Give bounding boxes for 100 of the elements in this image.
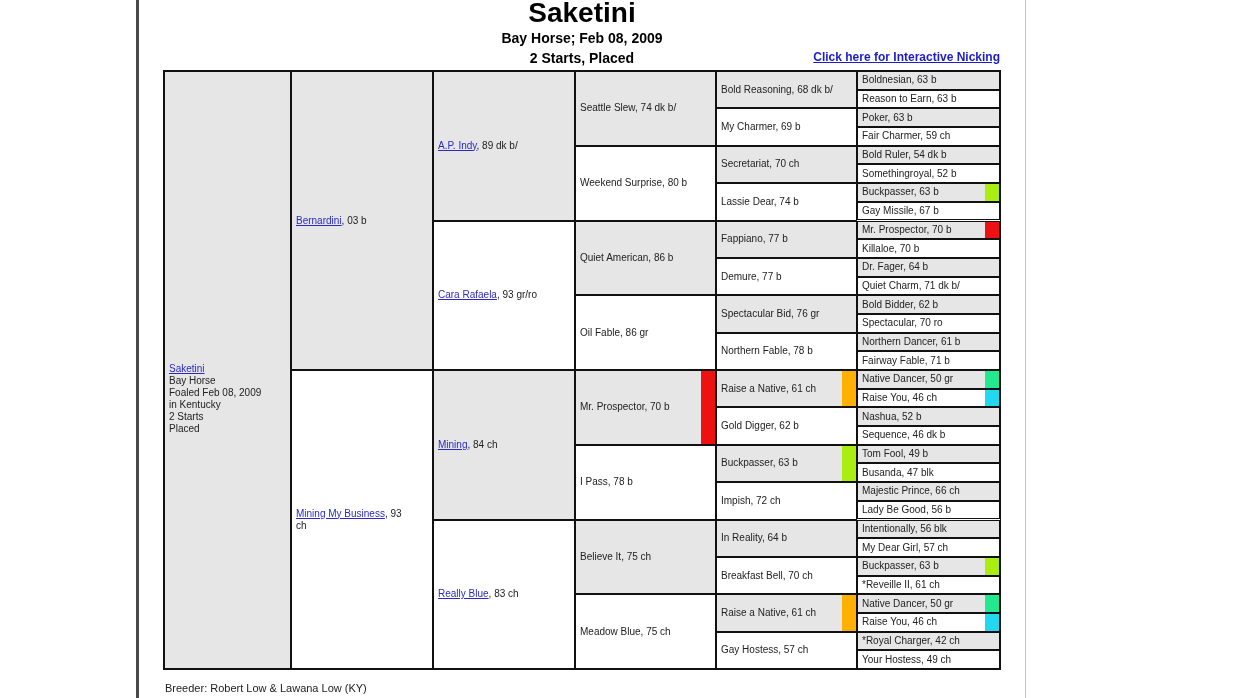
horse-entry: Oil Fable, 86 gr [580, 326, 649, 339]
pedigree-cell [433, 220, 575, 370]
horse-entry: Really Blue, 83 ch [438, 588, 519, 601]
horse-entry: My Charmer, 69 b [721, 121, 801, 134]
horse-entry: Quiet Charm, 71 dk b/ [862, 279, 960, 292]
horse-entry: Spectacular Bid, 76 gr [721, 307, 820, 320]
pedigree-cell [575, 370, 716, 445]
horse-entry: Bold Bidder, 62 b [862, 298, 939, 311]
horse-entry: Mr. Prospector, 70 b [580, 401, 670, 414]
pedigree-cell [716, 332, 857, 370]
horse-detail: in Kentucky [169, 399, 221, 411]
horse-entry: *Royal Charger, 42 ch [862, 634, 960, 647]
horse-entry: Gold Digger, 62 b [721, 420, 799, 433]
pedigree-cell [716, 631, 857, 669]
pedigree-cell [857, 71, 1000, 90]
horse-detail: Bay Horse [169, 375, 216, 387]
pedigree-cell [857, 482, 1000, 501]
horse-entry: Spectacular, 70 ro [862, 317, 943, 330]
pedigree-cell [575, 220, 716, 296]
pedigree-cell [716, 444, 857, 483]
horse-link: A.P. Indy [438, 139, 477, 151]
pedigree-cell [575, 444, 716, 520]
pedigree-cell [857, 108, 1000, 128]
pedigree-cell [716, 295, 857, 333]
horse-entry: Native Dancer, 50 gr [862, 597, 954, 610]
horse-entry: Majestic Prince, 66 ch [862, 485, 960, 498]
horse-entry: Somethingroyal, 52 b [862, 167, 957, 180]
horse-entry: Buckpasser, 63 b [862, 560, 939, 573]
horse-link: Bernardini [296, 214, 342, 226]
horse-entry: Your Hostess, 49 ch [862, 653, 952, 666]
pedigree-cell [857, 164, 1000, 184]
pedigree-cell [164, 71, 291, 669]
horse-entry: Northern Fable, 78 b [721, 345, 813, 358]
horse-entry: Breakfast Bell, 70 ch [721, 569, 813, 582]
pedigree-cell [716, 407, 857, 445]
horse-entry: Busanda, 47 blk [862, 466, 934, 479]
horse-entry: Bernardini, 03 b [296, 214, 367, 227]
horse-entry: Fappiano, 77 b [721, 233, 788, 246]
horse-entry: Weekend Surprise, 80 b [580, 177, 688, 190]
horse-detail: 2 Starts [169, 411, 204, 423]
pedigree-cell [857, 239, 1000, 258]
horse-entry: Believe It, 75 ch [580, 550, 652, 563]
pedigree-cell [716, 257, 857, 296]
horse-entry: Bold Ruler, 54 dk b [862, 149, 947, 162]
pedigree-cell [857, 538, 1000, 557]
pedigree-cell [857, 183, 1000, 202]
horse-entry: Sequence, 46 dk b [862, 429, 946, 442]
pedigree-cell [857, 463, 1000, 483]
horse-entry: Boldnesian, 63 b [862, 74, 937, 87]
horse-entry: Gay Missile, 67 b [862, 205, 939, 218]
page-title: Saketini [527, 0, 637, 29]
horse-entry: Tom Fool, 49 b [862, 448, 929, 461]
horse-link: Mining My Business [296, 507, 385, 519]
nicking-link: Click here for Interactive Nicking [813, 50, 1000, 64]
horse-entry: Nashua, 52 b [862, 410, 922, 423]
horse-entry: Killaloe, 70 b [862, 242, 920, 255]
horse-entry: Raise a Native, 61 ch [721, 382, 817, 395]
horse-entry: Poker, 63 b [862, 111, 913, 124]
pedigree-cell [575, 145, 716, 221]
horse-entry: Mr. Prospector, 70 b [862, 223, 952, 236]
horse-entry: Raise You, 46 ch [862, 392, 938, 405]
pedigree-cell [857, 426, 1000, 445]
horse-entry: Fair Charmer, 59 ch [862, 130, 951, 143]
pedigree-cell [716, 370, 857, 408]
pedigree-cell [433, 71, 575, 221]
pedigree-cell [291, 71, 433, 370]
horse-entry: My Dear Girl, 57 ch [862, 541, 949, 554]
horse-entry: Secretariat, 70 ch [721, 158, 800, 171]
horse-entry: Lassie Dear, 74 b [721, 195, 799, 208]
horse-link: Saketini [169, 363, 205, 375]
horse-entry: I Pass, 78 b [580, 476, 633, 489]
horse-entry: Northern Dancer, 61 b [862, 335, 961, 348]
pedigree-cell [857, 370, 1000, 389]
pedigree-cell [857, 650, 1000, 669]
horse-entry: Seattle Slew, 74 dk b/ [580, 102, 677, 115]
subtitle: 2 Starts, Placed [528, 50, 636, 66]
pedigree-cell [857, 351, 1000, 370]
horse-link: Really Blue [438, 588, 489, 600]
pedigree-cell [575, 295, 716, 370]
horse-entry: Buckpasser, 63 b [862, 186, 939, 199]
pedigree-cell [716, 556, 857, 595]
pedigree-cell [433, 370, 575, 520]
pedigree-cell [857, 295, 1000, 314]
pedigree-cell [433, 519, 575, 669]
horse-entry: Mining My Business, 93 ch [296, 507, 403, 532]
pedigree-cell [716, 519, 857, 557]
pedigree-cell [716, 482, 857, 520]
pedigree-cell [716, 183, 857, 221]
breeder-note: Breeder: Robert Low & Lawana Low (KY) [165, 682, 367, 695]
horse-entry: Fairway Fable, 71 b [862, 354, 950, 367]
pedigree-cell [575, 519, 716, 595]
pedigree-cell [575, 594, 716, 669]
horse-entry: Dr. Fager, 64 b [862, 261, 929, 274]
horse-entry: Native Dancer, 50 gr [862, 373, 954, 386]
horse-entry: Raise You, 46 ch [862, 616, 938, 629]
pedigree-cell [716, 220, 857, 258]
horse-entry: Mining, 84 ch [438, 438, 498, 451]
horse-entry: Meadow Blue, 75 ch [580, 625, 671, 638]
pedigree-cell [857, 519, 1000, 539]
horse-entry: Reason to Earn, 63 b [862, 93, 957, 106]
